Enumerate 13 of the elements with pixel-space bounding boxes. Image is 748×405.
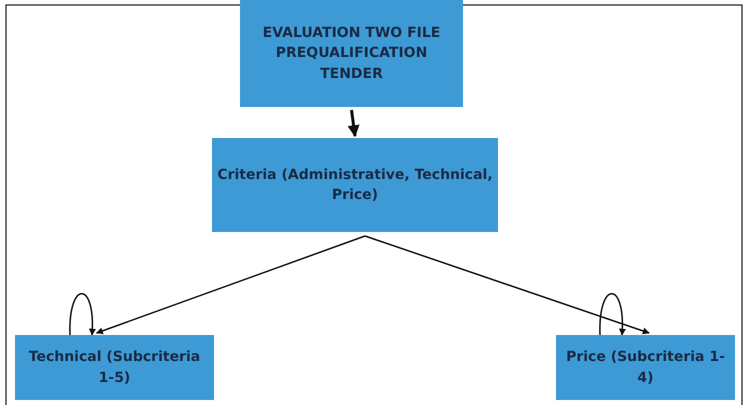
node-text: Criteria (Administrative, Technical, Price)	[216, 166, 494, 205]
node-text: Price (Subcriteria 1-4)	[565, 348, 726, 388]
loop-arrow	[69, 293, 96, 336]
loop-arrow	[599, 293, 626, 336]
subcriteria-box	[556, 335, 735, 400]
arrow	[96, 235, 366, 334]
subcriteria-box	[15, 335, 214, 400]
node-text: Technical (Subcriteria 1-5)	[28, 348, 202, 388]
title-box	[240, 0, 463, 107]
node-text: EVALUATION TWO FILE PREQUALIFICATION TENDER	[262, 24, 442, 84]
arrow	[364, 235, 650, 334]
arrow	[348, 110, 360, 138]
criteria-box	[212, 138, 498, 232]
